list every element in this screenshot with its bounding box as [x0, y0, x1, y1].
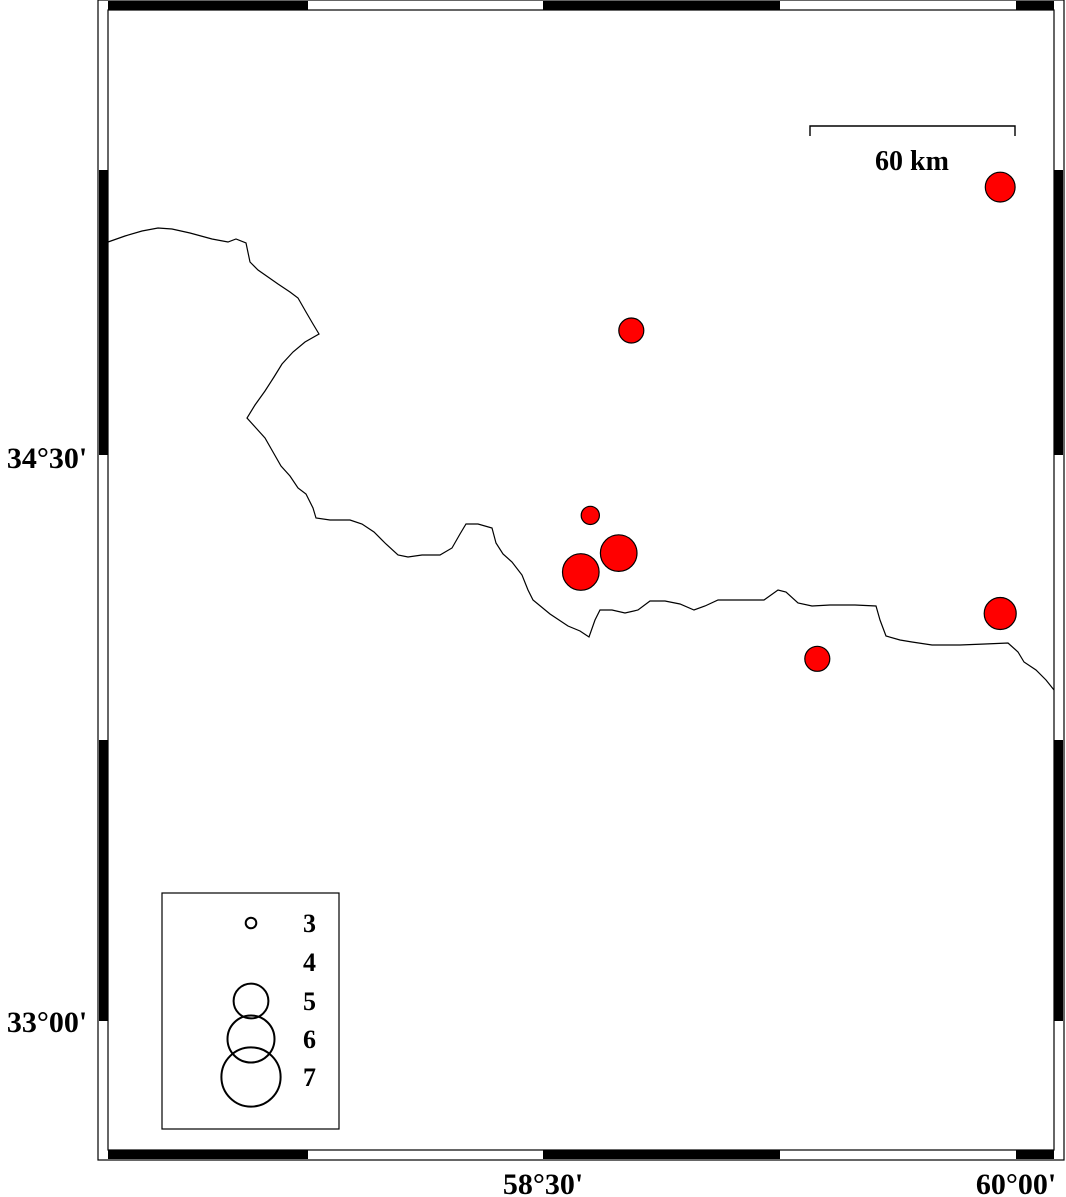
frame-ticks	[99, 1, 1063, 1159]
lat-label-33-00: 33°00'	[7, 1006, 87, 1039]
legend-symbol	[226, 1014, 276, 1064]
legend-symbol	[220, 1046, 282, 1108]
scale-bar-label: 60 km	[875, 146, 949, 177]
frame-segment-left	[99, 170, 108, 455]
epicenter-marker	[561, 553, 600, 591]
lon-label-58-30: 58°30'	[503, 1168, 583, 1197]
epicenter-marker	[599, 534, 638, 572]
lat-label-34-30: 34°30'	[7, 442, 87, 475]
event-layer	[561, 171, 1017, 672]
epicenter-marker	[804, 645, 831, 672]
border-line	[107, 227, 1055, 691]
axis-labels: 58°30' 60°00' 34°30' 33°00'	[7, 442, 1056, 1197]
epicenter-marker	[618, 317, 645, 344]
legend-symbol	[244, 916, 258, 930]
scale-bar: 60 km	[809, 125, 1016, 177]
legend-label: 4	[303, 948, 316, 977]
legend-symbol	[232, 982, 270, 1020]
legend-label: 5	[303, 987, 316, 1016]
epicenter-marker	[984, 171, 1016, 203]
frame-segment-right	[1054, 170, 1063, 455]
frame-segment-right	[1054, 740, 1063, 1021]
frame-segment-top	[108, 1, 308, 10]
legend-items: 3 4 5 6 7	[220, 909, 316, 1108]
legend-box	[161, 892, 340, 1130]
frame-segment-bottom	[543, 1150, 780, 1159]
legend-label: 3	[303, 909, 316, 938]
legend-label: 6	[303, 1025, 316, 1054]
scale-bar-line	[809, 125, 1016, 136]
frame-segment-left	[99, 740, 108, 1021]
frame-segment-bottom	[108, 1150, 308, 1159]
magnitude-legend: 3 4 5 6 7	[161, 892, 340, 1130]
epicenter-marker	[580, 505, 601, 526]
frame-segment-bottom	[1016, 1150, 1054, 1159]
frame-segment-top	[543, 1, 780, 10]
map-frame-outer	[97, 0, 1065, 1161]
epicenter-marker	[983, 596, 1017, 631]
legend-label: 7	[303, 1063, 316, 1092]
lon-label-60-00: 60°00'	[976, 1168, 1056, 1197]
frame-segment-top	[1016, 1, 1054, 10]
